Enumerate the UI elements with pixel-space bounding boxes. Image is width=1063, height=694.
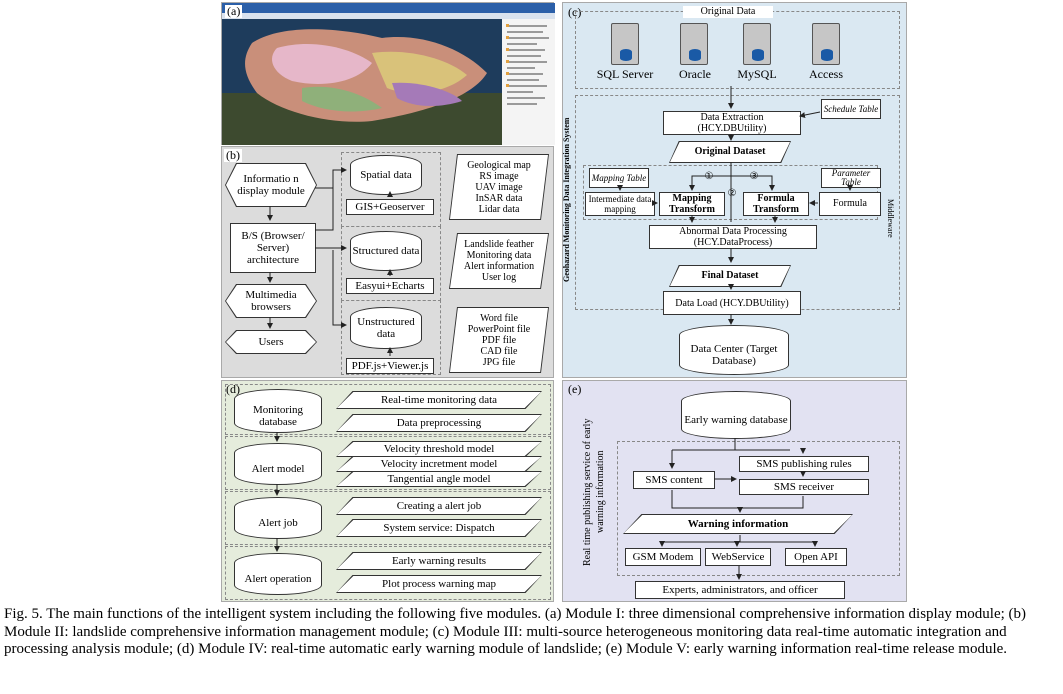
- oracle-icon: [680, 23, 708, 65]
- panel-a-label: (a): [225, 4, 243, 18]
- alert-operation: Alert operation: [234, 553, 322, 595]
- mysql-icon: [743, 23, 771, 65]
- alert-job: Alert job: [234, 497, 322, 539]
- mapping-transform: Mapping Transform: [659, 192, 725, 216]
- gis-geoserver: GIS+Geoserver: [346, 199, 434, 215]
- sms-content: SMS content: [633, 471, 715, 489]
- db-access: Access: [809, 67, 843, 81]
- db-mysql: MySQL: [737, 67, 777, 81]
- middleware-label: Middleware: [886, 198, 895, 238]
- db-sqlserver: SQL Server: [596, 67, 654, 81]
- item-velocity-threshold: Velocity threshold model: [336, 441, 542, 457]
- users-node: Users: [225, 330, 317, 354]
- data-load: Data Load (HCY.DBUtility): [663, 291, 801, 315]
- item-realtime-monitoring: Real-time monitoring data: [336, 391, 542, 409]
- item-data-preprocessing: Data preprocessing: [336, 414, 542, 432]
- panel-a: (a): [221, 2, 555, 145]
- monitoring-database: Monitoring database: [234, 389, 322, 433]
- formula-box: Formula: [819, 192, 881, 216]
- item-early-warning-results: Early warning results: [336, 552, 542, 570]
- unstructured-data-store: Unstructured data: [350, 307, 422, 349]
- warning-information: Warning information: [623, 514, 853, 534]
- panel-b: (b) Informatio n display module B/S (Bro…: [221, 146, 554, 378]
- structured-data-store: Structured data: [350, 231, 422, 271]
- multimedia-browsers: Multimedia browsers: [225, 284, 317, 318]
- publishing-service-label: Real time publishing service of early wa…: [582, 418, 606, 566]
- spatial-data-store: Spatial data: [350, 155, 422, 195]
- system-label: Geohazard Monitoring Data Integration Sy…: [562, 117, 571, 283]
- recipients: Experts, administrators, and officer: [635, 581, 845, 599]
- easyui-echarts: Easyui+Echarts: [346, 278, 434, 294]
- abnormal-data-processing: Abnormal Data Processing (HCY.DataProces…: [649, 225, 817, 249]
- sms-receiver: SMS receiver: [739, 479, 869, 495]
- sql-server-icon: [611, 23, 639, 65]
- step-2: ②: [727, 188, 737, 199]
- panel-d-label: (d): [226, 382, 240, 396]
- item-system-service: System service: Dispatch: [336, 519, 542, 537]
- parameter-table: Parameter Table: [821, 168, 881, 188]
- step-1: ①: [704, 171, 714, 182]
- item-create-alert-job: Creating a alert job: [336, 497, 542, 515]
- info-display-module: Informatio n display module: [225, 163, 317, 207]
- channel-webservice: WebService: [705, 548, 771, 566]
- formula-transform: Formula Transform: [743, 192, 809, 216]
- original-data-label: Original Data: [683, 6, 773, 18]
- channel-gsm-modem: GSM Modem: [625, 548, 701, 566]
- panel-c-label: (c): [568, 5, 582, 19]
- item-plot-warning-map: Plot process warning map: [336, 575, 542, 593]
- db-oracle: Oracle: [679, 67, 711, 81]
- item-tangential-angle: Tangential angle model: [336, 471, 542, 487]
- step-3: ③: [749, 171, 759, 182]
- item-velocity-increment: Velocity incretment model: [336, 456, 542, 472]
- panel-c: (c) Original Data SQL Server Oracle MySQ…: [562, 2, 907, 378]
- panel-e: (e) Real time publishing service of earl…: [562, 380, 907, 602]
- panel-d: (d) Monitoring database Alert model Aler…: [221, 380, 554, 602]
- access-icon: [812, 23, 840, 65]
- final-dataset: Final Dataset: [669, 265, 791, 287]
- channel-open-api: Open API: [785, 548, 847, 566]
- early-warning-database: Early warning database: [681, 391, 791, 439]
- figure-caption: Fig. 5. The main functions of the intell…: [4, 606, 1027, 657]
- sms-publishing-rules: SMS publishing rules: [739, 456, 869, 472]
- original-dataset: Original Dataset: [669, 141, 791, 163]
- panel-e-label: (e): [568, 382, 582, 396]
- data-center: Data Center (Target Database): [679, 325, 789, 375]
- schedule-table: Schedule Table: [821, 99, 881, 119]
- data-extraction: Data Extraction (HCY.DBUtility): [663, 111, 801, 135]
- intermediate-data-mapping: Intermediate data mapping: [585, 192, 655, 216]
- bs-architecture: B/S (Browser/ Server) architecture: [230, 223, 316, 273]
- panel-b-label: (b): [224, 148, 242, 162]
- mapping-table: Mapping Table: [589, 168, 649, 188]
- map-screenshot-image: [222, 3, 555, 145]
- alert-model: Alert model: [234, 443, 322, 485]
- pdfjs-viewerjs: PDF.js+Viewer.js: [346, 358, 434, 374]
